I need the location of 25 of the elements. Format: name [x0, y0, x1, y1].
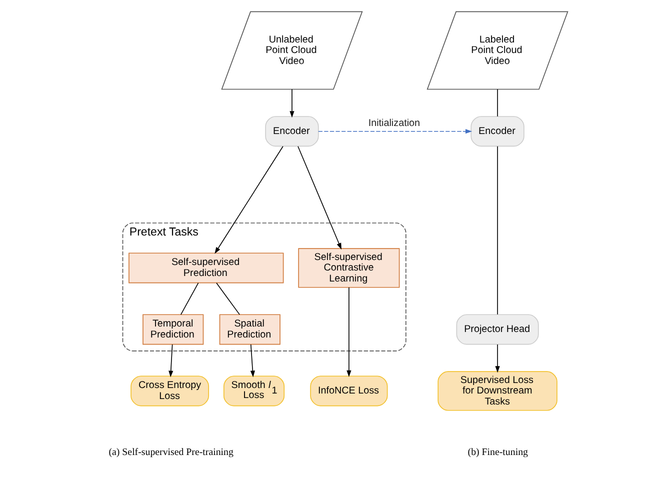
arrow [298, 146, 342, 250]
connector [497, 146, 498, 315]
arrow [214, 146, 284, 254]
arrow [318, 129, 472, 134]
edge-label: Initialization [368, 118, 420, 130]
node-box: Self-supervised Prediction [128, 252, 284, 284]
arrow [495, 344, 500, 373]
connector [180, 282, 199, 315]
node-box: Encoder [470, 116, 524, 147]
connector [216, 282, 240, 315]
arrow [168, 344, 174, 378]
arrow [250, 344, 255, 378]
arrow [346, 287, 352, 378]
node-box: InfoNCE Loss [310, 376, 388, 406]
node-box: Temporal Prediction [142, 314, 204, 345]
arrow [290, 88, 294, 118]
node-box: Supervised Loss for Downstream Tasks [438, 371, 558, 411]
node-box: Self-supervised Contrastive Learning [298, 248, 400, 288]
connector [497, 88, 498, 117]
label: (a) Self-supervised Pre-training [108, 447, 234, 458]
node-box: Cross Entropy Loss [130, 376, 210, 406]
node-box: Projector Head [456, 314, 539, 345]
node-box: Spatial Prediction [219, 314, 280, 345]
node-box: Encoder [265, 116, 319, 147]
label: (b) Fine-tuning [468, 447, 528, 458]
